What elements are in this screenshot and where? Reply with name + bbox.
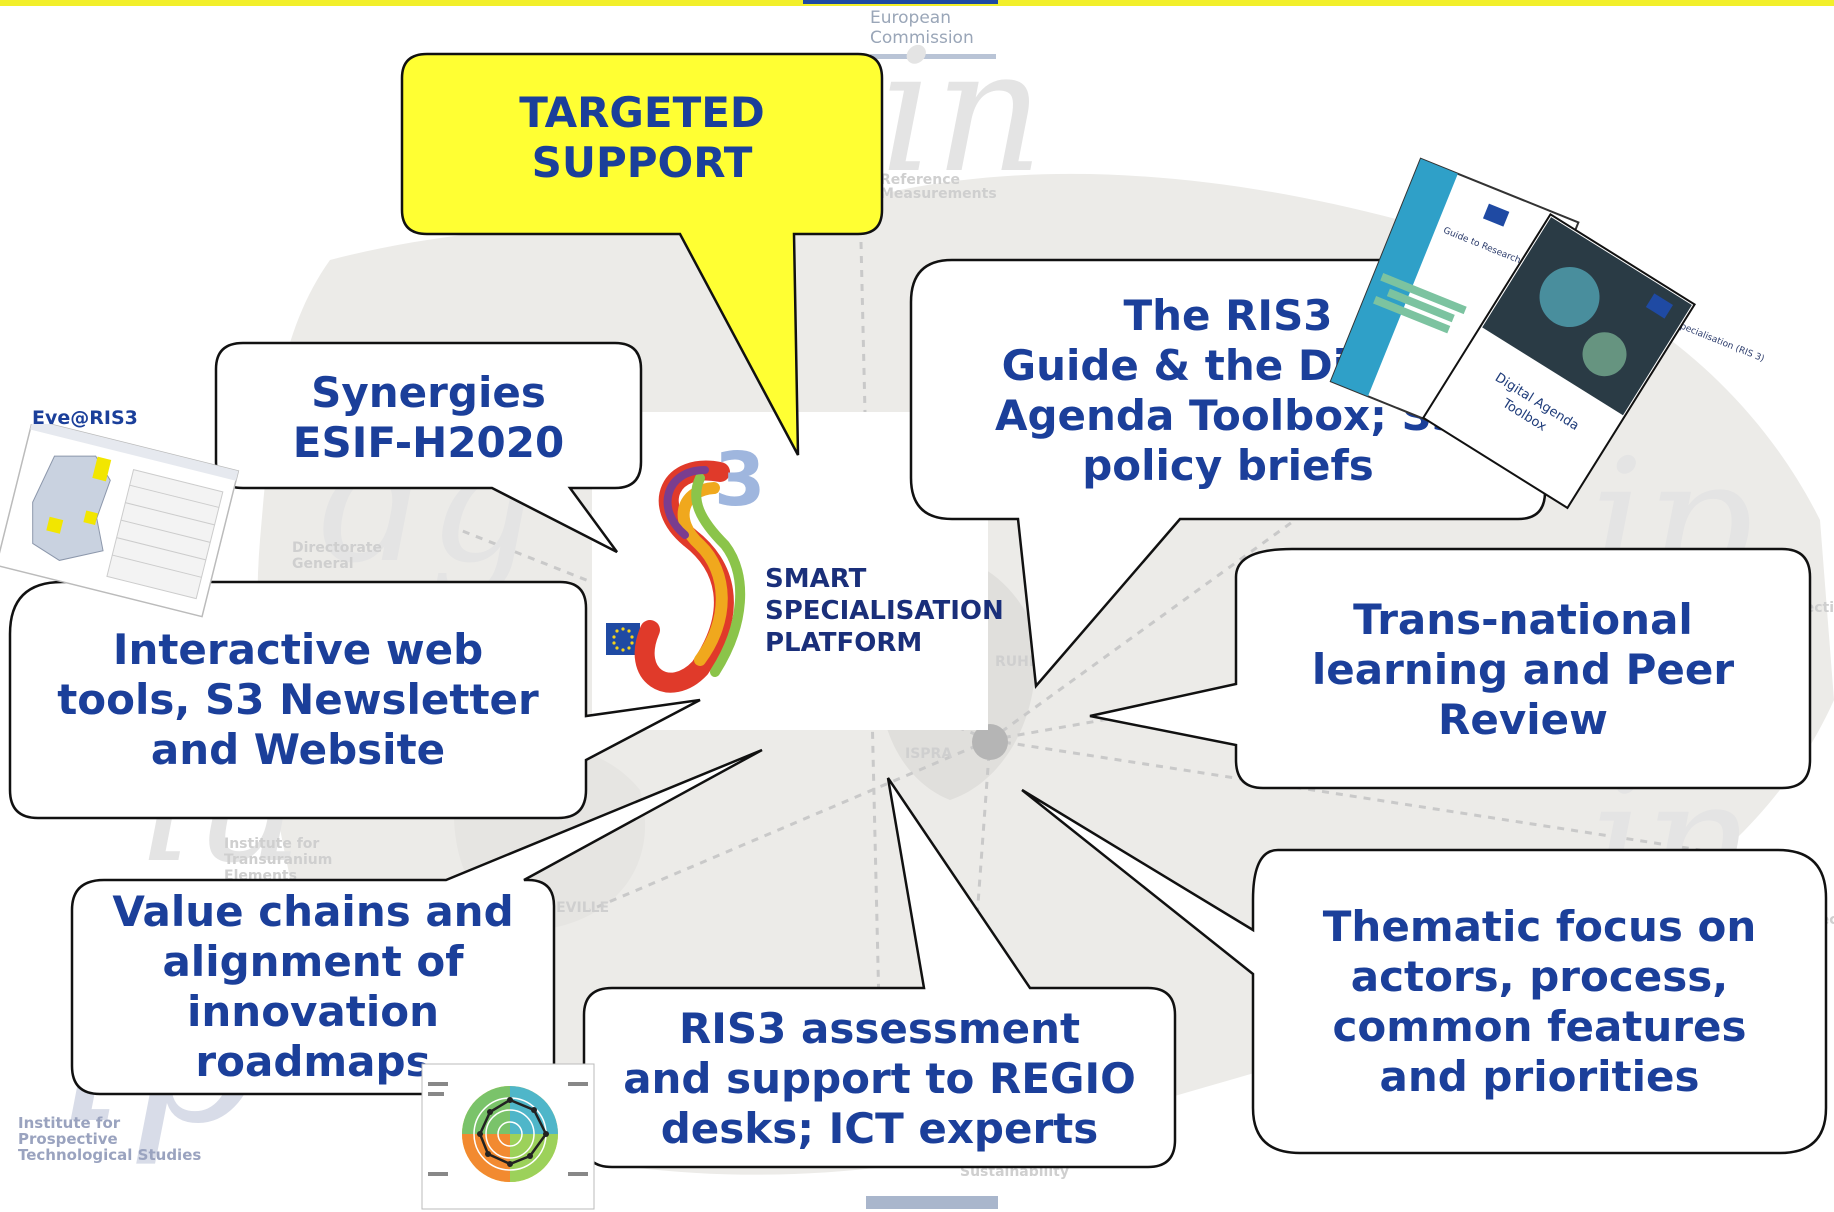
bg-itu-1: Institute for — [224, 836, 319, 852]
trans-national-line3: Review — [1438, 695, 1608, 744]
bg-ipts-3: Technological Studies — [18, 1146, 201, 1164]
targeted-support-callout — [400, 52, 884, 456]
ris3-assessment-line2: and support to REGIO — [623, 1054, 1136, 1103]
eye-ris3-label: Eye@RIS3 — [32, 407, 138, 429]
trans-national-text: Trans-national learning and Peer Review — [1236, 595, 1810, 745]
interactive-web-line1: Interactive web — [112, 625, 484, 674]
bg-ipts-1: Institute for — [18, 1114, 121, 1132]
svg-text:in: in — [880, 13, 1044, 211]
ris3-guide-line4: policy briefs — [1082, 441, 1374, 490]
value-chains-line3: innovation — [187, 987, 439, 1036]
thematic-focus-line2: actors, process, — [1350, 952, 1729, 1001]
ec-header-text: European Commission — [870, 8, 990, 48]
interactive-web-text: Interactive web tools, S3 Newsletter and… — [10, 625, 586, 775]
bg-directorate-1: Directorate — [292, 540, 382, 556]
thematic-focus-text: Thematic focus on actors, process, commo… — [1253, 902, 1826, 1102]
ec-header-rule — [870, 54, 996, 59]
interactive-web-bubble — [8, 580, 701, 820]
bg-ruhe: RUHE — [995, 654, 1038, 670]
ec-header-line1: European — [870, 8, 951, 28]
value-chains-line1: Value chains and — [112, 887, 514, 936]
ris3-guide-line1: The RIS3 — [1123, 291, 1333, 340]
synergies-line2: ESIF-H2020 — [292, 418, 565, 467]
ris3-assessment-bubble — [582, 777, 1177, 1169]
bg-seville: SEVILLE — [546, 900, 609, 916]
thematic-focus-line4: and priorities — [1379, 1052, 1700, 1101]
ispra-node — [972, 724, 1008, 760]
value-chains-line4: roadmaps — [195, 1037, 431, 1086]
thematic-focus-line3: common features — [1332, 1002, 1747, 1051]
eye-ris3-thumbnail — [0, 424, 240, 618]
ris3-assessment-line1: RIS3 assessment — [678, 1004, 1081, 1053]
thematic-focus-bubble — [1021, 788, 1828, 1155]
trans-national-line2: learning and Peer — [1311, 645, 1735, 694]
synergies-line1: Synergies — [311, 368, 546, 417]
value-chains-line2: alignment of — [162, 937, 464, 986]
synergies-text: Synergies ESIF-H2020 — [216, 368, 641, 468]
ris3-assessment-text: RIS3 assessment and support to REGIO des… — [584, 1004, 1175, 1154]
bg-ispra: ISPRA — [905, 746, 952, 762]
logo-numeral: 3 — [714, 437, 766, 523]
s3-ribbon-icon — [634, 460, 746, 693]
ec-header-line2: Commission — [870, 28, 974, 48]
bg-reference-1: Reference — [880, 172, 960, 188]
trans-national-bubble — [1089, 547, 1812, 790]
interactive-web-line2: tools, S3 Newsletter — [57, 675, 539, 724]
logo-line2: SPECIALISATION — [765, 596, 1004, 626]
targeted-support-text: TARGETED SUPPORT — [440, 88, 844, 188]
bg-ipts-2: Prospective — [18, 1130, 118, 1148]
trans-national-line1: Trans-national — [1353, 595, 1693, 644]
bg-reference-2: Measurements — [880, 186, 997, 202]
bg-directorate-2: General — [292, 556, 354, 572]
logo-line3: PLATFORM — [765, 628, 922, 658]
interactive-web-line3: and Website — [150, 725, 446, 774]
ipts-label: Institute for Prospective Technological … — [18, 1114, 201, 1164]
digital-agenda-cover: Digital Agenda Toolbox — [1421, 212, 1696, 510]
bg-itu-2: Transuranium — [224, 852, 332, 868]
ris3-assessment-line3: desks; ICT experts — [660, 1104, 1099, 1153]
ec-logo-flag — [803, 0, 998, 4]
ris3-assessment-wheel-thumbnail — [421, 1063, 595, 1210]
eu-flag-stars — [612, 627, 634, 652]
thematic-focus-line1: Thematic focus on — [1322, 902, 1757, 951]
targeted-support-line1: TARGETED — [519, 88, 765, 137]
targeted-support-line2: SUPPORT — [531, 138, 753, 187]
logo-line1: SMART — [765, 564, 867, 594]
bottom-tab — [866, 1196, 998, 1209]
synergies-bubble — [214, 341, 643, 554]
value-chains-text: Value chains and alignment of innovation… — [72, 887, 554, 1087]
